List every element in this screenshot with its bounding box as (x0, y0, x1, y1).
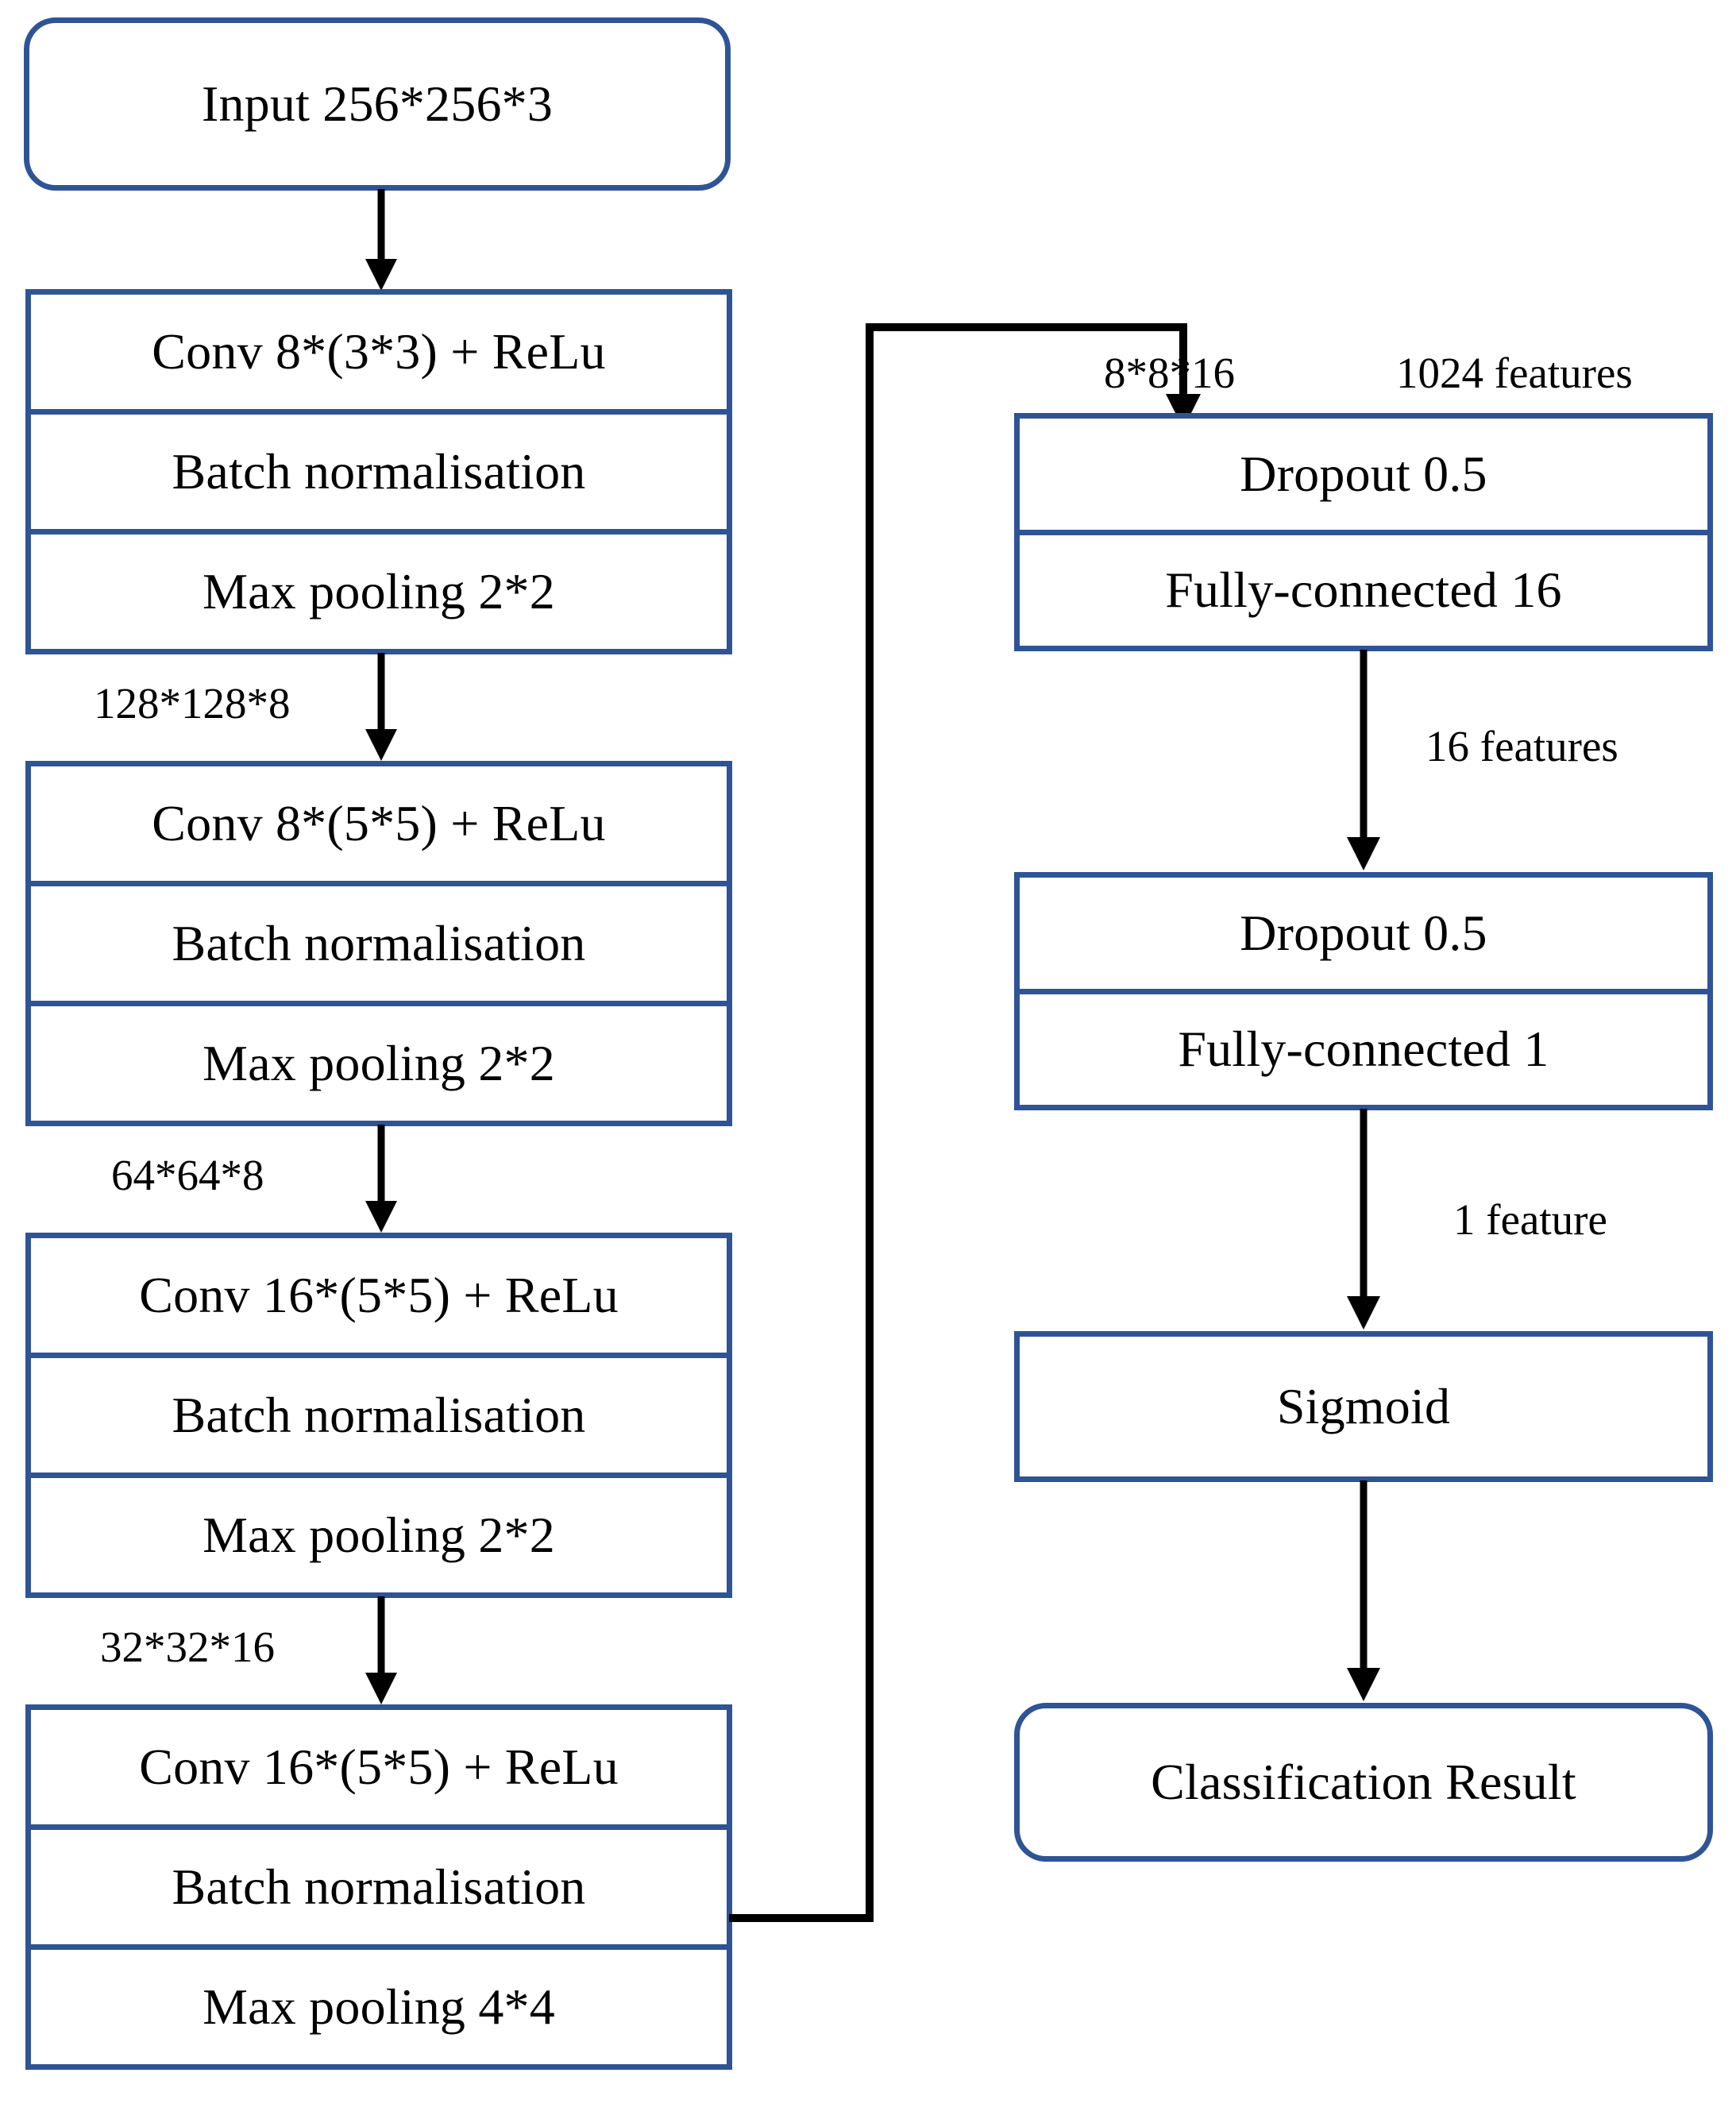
layer-conv1[interactable]: Conv 8*(3*3) + ReLu (31, 295, 727, 415)
layer-fully-connected-16[interactable]: Fully-connected 16 (1020, 535, 1707, 646)
node-input-label: Input 256*256*3 (201, 75, 554, 132)
edge-label-128: 128*128*8 (94, 679, 291, 728)
layer-batchnorm3[interactable]: Batch normalisation (31, 1358, 727, 1478)
layer-batchnorm4[interactable]: Batch normalisation (31, 1830, 727, 1950)
layer-conv3[interactable]: Conv 16*(5*5) + ReLu (31, 1238, 727, 1358)
layer-fully-connected-1[interactable]: Fully-connected 1 (1020, 994, 1707, 1105)
dense-block-2[interactable]: Dropout 0.5 Fully-connected 1 (1014, 872, 1713, 1110)
layer-maxpool1[interactable]: Max pooling 2*2 (31, 535, 727, 649)
edge-label-64: 64*64*8 (111, 1151, 264, 1199)
conv-block-4[interactable]: Conv 16*(5*5) + ReLu Batch normalisation… (25, 1704, 732, 2070)
layer-maxpool4[interactable]: Max pooling 4*4 (31, 1950, 727, 2064)
layer-dropout-2[interactable]: Dropout 0.5 (1020, 878, 1707, 994)
node-sigmoid[interactable]: Sigmoid (1014, 1331, 1713, 1482)
edge-label-16-features: 16 features (1425, 722, 1618, 770)
node-sigmoid-label: Sigmoid (1276, 1378, 1451, 1434)
node-classification-result[interactable]: Classification Result (1014, 1703, 1713, 1862)
arrow-input-to-conv1 (361, 189, 401, 292)
layer-batchnorm1[interactable]: Batch normalisation (31, 415, 727, 535)
conv-block-3[interactable]: Conv 16*(5*5) + ReLu Batch normalisation… (25, 1233, 732, 1598)
edge-label-1024-features: 1024 features (1396, 349, 1633, 397)
layer-batchnorm2[interactable]: Batch normalisation (31, 886, 727, 1006)
node-classification-result-label: Classification Result (1151, 1754, 1576, 1810)
node-input[interactable]: Input 256*256*3 (24, 17, 731, 191)
edge-label-1-feature: 1 feature (1453, 1195, 1607, 1244)
arrow-sigmoid-to-result (1344, 1480, 1383, 1703)
dense-block-1[interactable]: Dropout 0.5 Fully-connected 16 (1014, 413, 1713, 651)
layer-conv2[interactable]: Conv 8*(5*5) + ReLu (31, 766, 727, 886)
arrow-conv3-to-conv4 (361, 1596, 401, 1706)
arrow-conv2-to-conv3 (361, 1125, 401, 1234)
conv-block-2[interactable]: Conv 8*(5*5) + ReLu Batch normalisation … (25, 761, 732, 1126)
connector-bn4-to-dropout (715, 318, 1207, 1930)
arrow-fc16-to-dropout2 (1344, 650, 1383, 872)
edge-label-8x8x16: 8*8*16 (1104, 349, 1235, 397)
layer-maxpool2[interactable]: Max pooling 2*2 (31, 1006, 727, 1121)
conv-block-1[interactable]: Conv 8*(3*3) + ReLu Batch normalisation … (25, 289, 732, 654)
layer-dropout-1[interactable]: Dropout 0.5 (1020, 419, 1707, 535)
arrow-fc1-to-sigmoid (1344, 1109, 1383, 1331)
layer-conv4[interactable]: Conv 16*(5*5) + ReLu (31, 1710, 727, 1830)
edge-label-32: 32*32*16 (100, 1623, 275, 1671)
arrow-conv1-to-conv2 (361, 653, 401, 762)
layer-maxpool3[interactable]: Max pooling 2*2 (31, 1478, 727, 1592)
